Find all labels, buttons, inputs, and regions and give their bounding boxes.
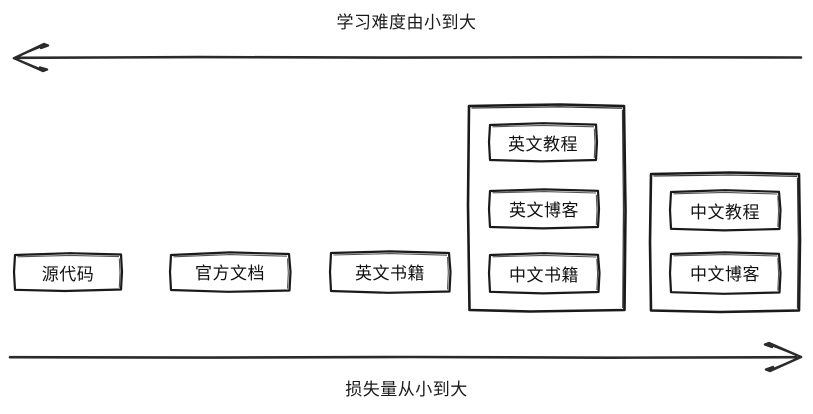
node-chinese-books[interactable]: 中文书籍 (509, 265, 579, 286)
bottom-axis-label: 损失量从小到大 (345, 380, 468, 400)
node-english-blog[interactable]: 英文博客 (509, 201, 579, 221)
node-english-tutorial[interactable]: 英文教程 (508, 134, 578, 155)
node-english-books[interactable]: 英文书籍 (355, 264, 425, 284)
node-source-code[interactable]: 源代码 (41, 264, 95, 285)
node-official-docs[interactable]: 官方文档 (195, 264, 265, 284)
bottom-axis-arrow (8, 341, 803, 373)
node-chinese-blog[interactable]: 中文博客 (690, 265, 760, 285)
top-axis-arrow (12, 42, 803, 73)
group-chinese[interactable] (650, 172, 800, 312)
node-chinese-tutorial[interactable]: 中文教程 (690, 202, 760, 223)
group-english-mixed[interactable] (468, 104, 625, 311)
top-axis-label: 学习难度由小到大 (336, 13, 477, 33)
